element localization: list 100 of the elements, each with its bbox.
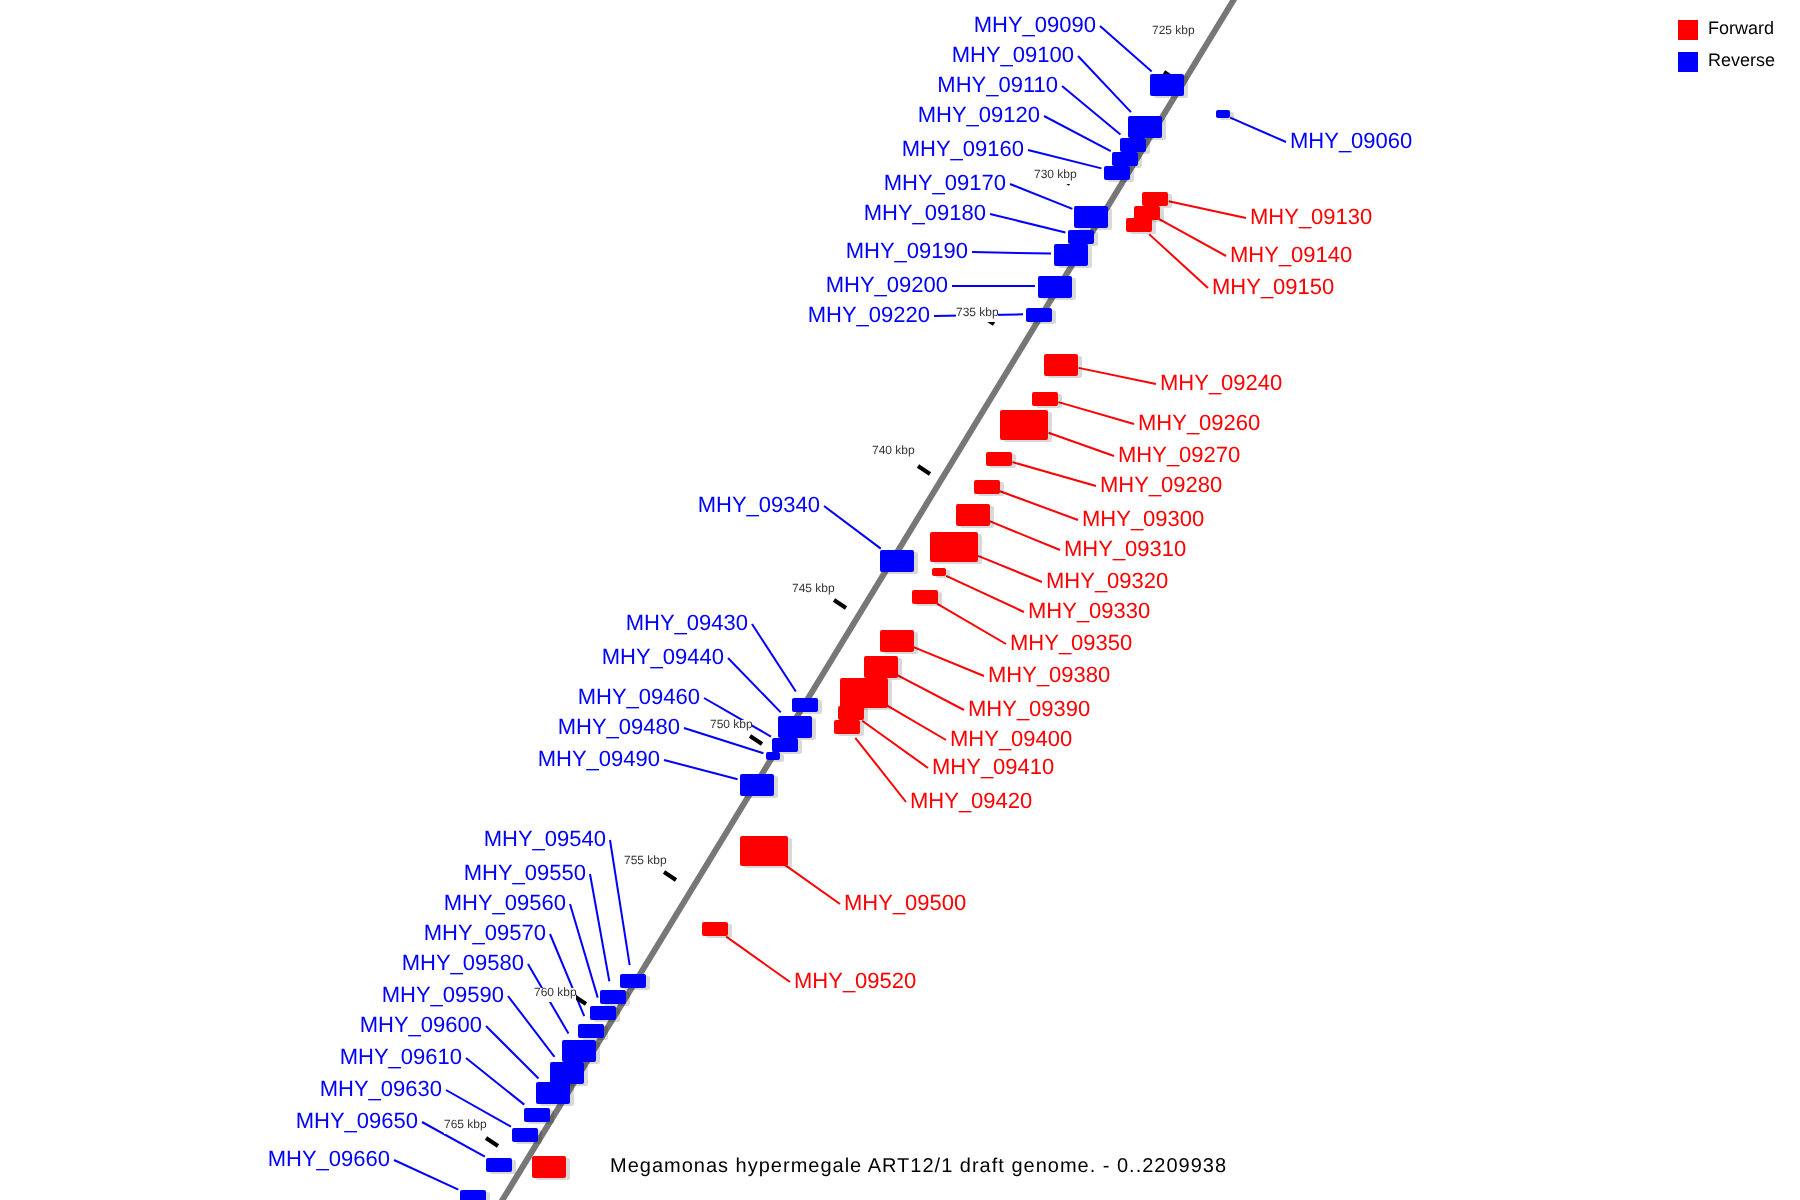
leader-line (1077, 366, 1157, 385)
leader-line (725, 935, 791, 983)
gene-block (1141, 191, 1167, 205)
gene-block (1125, 217, 1151, 231)
leader-line (751, 623, 797, 693)
gene-label: MHY_09350 (1010, 631, 1133, 657)
caption: Megamonas hypermegale ART12/1 draft genome. - 0..2209938 (610, 1156, 1228, 1178)
leader-line (421, 1121, 486, 1158)
leader-line (885, 704, 947, 741)
gene-block (1053, 243, 1087, 265)
gene-label: MHY_09500 (844, 891, 967, 917)
gene-label: MHY_09110 (937, 73, 1058, 99)
leader-line (945, 574, 1025, 613)
leader-line (1158, 218, 1227, 257)
gene-label: MHY_09120 (917, 103, 1040, 129)
gene-label: MHY_09270 (1118, 443, 1241, 469)
leader-line (485, 1025, 540, 1080)
gene-block (911, 589, 937, 603)
gene-block (1000, 409, 1048, 439)
leader-line (609, 839, 631, 967)
gene-label: MHY_09580 (401, 951, 524, 977)
leader-line (589, 873, 611, 983)
gene-block (1215, 110, 1229, 118)
gene-block (1043, 353, 1077, 375)
gene-label: MHY_09540 (483, 827, 606, 853)
gene-label: MHY_09200 (825, 273, 948, 299)
gene-block (765, 752, 779, 760)
gene-block (1149, 73, 1183, 95)
gene-label: MHY_09570 (423, 921, 546, 947)
gene-label: MHY_09160 (901, 137, 1024, 163)
leader-line (895, 673, 965, 711)
leader-line (854, 736, 907, 803)
gene-block (523, 1107, 549, 1121)
gene-label: MHY_09190 (845, 239, 968, 265)
gene-label: MHY_09320 (1046, 569, 1169, 595)
gene-block (973, 479, 999, 493)
gene-label: MHY_09600 (359, 1013, 482, 1039)
gene-block (740, 835, 788, 865)
leader-line (727, 657, 782, 714)
gene-block (1067, 229, 1093, 243)
gene-block (1103, 165, 1129, 179)
leader-line (784, 864, 841, 905)
gene-label: MHY_09100 (951, 43, 1074, 69)
leader-line (988, 520, 1061, 551)
leader-line (1027, 149, 1103, 170)
leader-line (445, 1089, 512, 1128)
gene-block (599, 989, 625, 1003)
gene-block (931, 568, 945, 576)
gene-block (511, 1127, 537, 1141)
gene-label: MHY_09520 (794, 969, 917, 995)
leader-line (912, 646, 985, 677)
leader-line (507, 995, 556, 1058)
leader-line (999, 490, 1079, 521)
gene-label: MHY_09610 (339, 1045, 462, 1071)
gene-label: MHY_09260 (1138, 411, 1261, 437)
leader-line (861, 719, 929, 769)
leader-line (1057, 401, 1135, 425)
gene-block (863, 655, 897, 677)
leader-line (549, 933, 586, 1018)
leader-line (1009, 183, 1074, 210)
gene-block (531, 1155, 565, 1177)
gene-label: MHY_09420 (910, 789, 1033, 815)
gene-block (589, 1005, 615, 1019)
leader-line (1043, 115, 1112, 153)
gene-block (485, 1157, 511, 1171)
leader-line (527, 963, 570, 1035)
gene-block (879, 549, 913, 571)
leader-line (1148, 233, 1209, 289)
gene-label: MHY_09660 (267, 1147, 390, 1173)
leader-line (569, 903, 599, 999)
gene-block (1031, 391, 1057, 405)
gene-label: MHY_09170 (883, 171, 1006, 197)
leader-line (393, 1159, 460, 1191)
gene-block (619, 973, 645, 987)
gene-label: MHY_09460 (577, 685, 700, 711)
gene-block (771, 737, 797, 751)
gene-label: MHY_09430 (625, 611, 748, 637)
gene-block (701, 921, 727, 935)
gene-label: MHY_09410 (932, 755, 1055, 781)
leader-line (703, 697, 772, 738)
gene-label: MHY_09340 (697, 493, 820, 519)
gene-label: MHY_09480 (557, 715, 680, 741)
gene-label: MHY_09560 (443, 891, 566, 917)
leader-line (683, 727, 765, 755)
gene-block (955, 503, 989, 525)
leader-line (935, 602, 1007, 645)
gene-block (459, 1189, 485, 1200)
gene-label: MHY_09330 (1028, 599, 1151, 625)
gene-label: MHY_09150 (1212, 275, 1335, 301)
leader-line (1011, 461, 1097, 487)
gene-block (1025, 307, 1051, 321)
gene-block (840, 677, 888, 707)
gene-label: MHY_09240 (1160, 371, 1283, 397)
gene-label: MHY_09300 (1082, 507, 1205, 533)
gene-block (739, 773, 773, 795)
gene-block (1127, 115, 1161, 137)
leader-line (1077, 55, 1132, 114)
gene-label: MHY_09390 (968, 697, 1091, 723)
gene-block (777, 715, 811, 737)
gene-block (577, 1023, 603, 1037)
